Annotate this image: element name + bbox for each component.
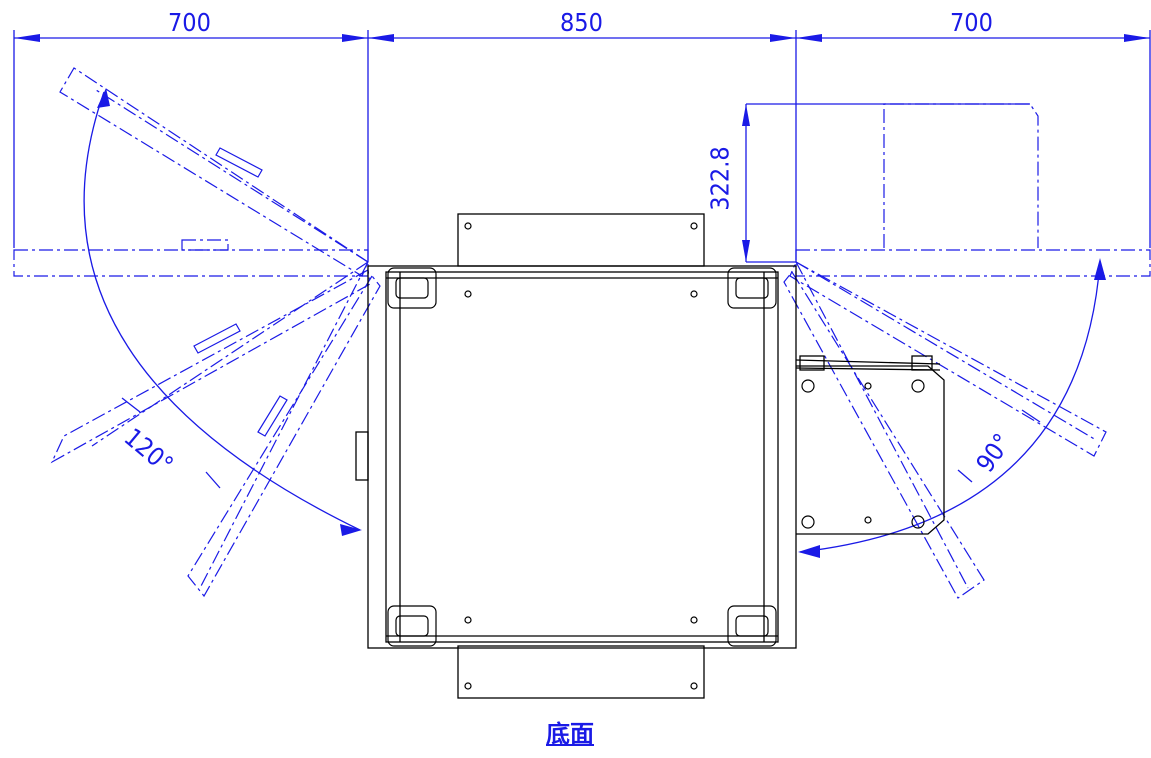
door-slots bbox=[193, 147, 288, 437]
dim-center-width: 850 bbox=[560, 8, 603, 37]
dim-right-width: 700 bbox=[950, 8, 993, 37]
door-swing-outlines bbox=[13, 67, 1151, 599]
dimension-arrows bbox=[14, 34, 1150, 558]
dimension-lines bbox=[13, 30, 1151, 263]
dim-left-width: 700 bbox=[168, 8, 211, 37]
cabinet-body bbox=[355, 213, 945, 699]
angle-arcs bbox=[83, 91, 1101, 553]
mounting-holes bbox=[464, 222, 925, 690]
view-caption: 底面 bbox=[546, 720, 594, 748]
dim-height: 322.8 bbox=[705, 146, 735, 211]
casters bbox=[387, 267, 777, 647]
